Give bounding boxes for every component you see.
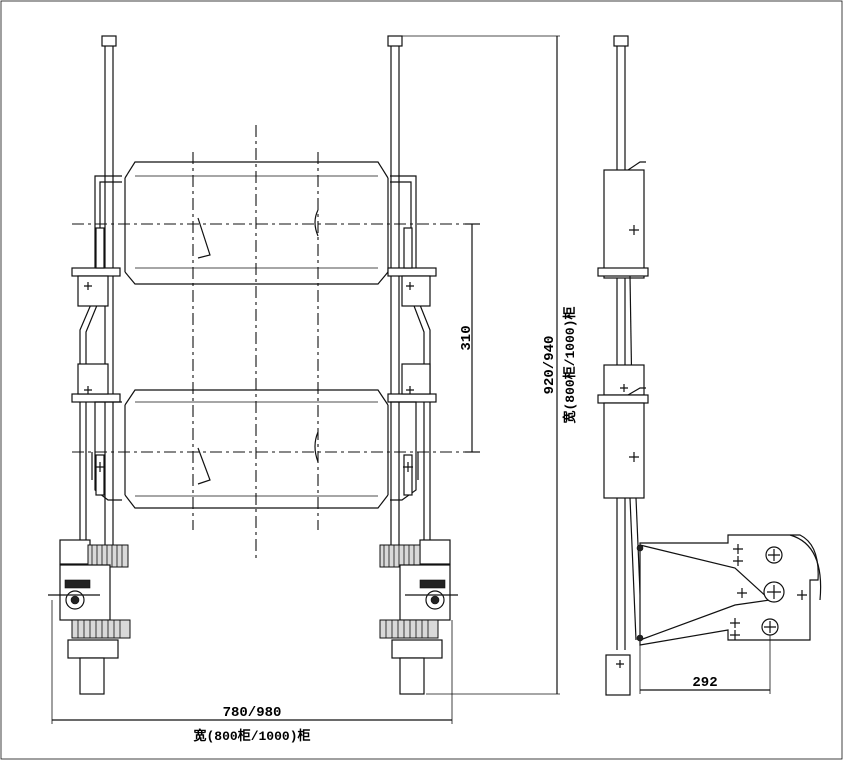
dimension-292: 292	[639, 635, 771, 694]
side-view: 292	[597, 35, 822, 696]
dimension-292-text: 292	[692, 675, 717, 691]
dimension-310-text: 310	[459, 325, 475, 350]
dimension-310: 310	[459, 223, 480, 453]
right-frame	[387, 175, 437, 540]
dimension-height-label: 宽(800柜/1000)柜	[562, 306, 578, 424]
side-upper-unit	[597, 161, 649, 401]
dimension-height: 920/940 宽(800柜/1000)柜	[402, 35, 578, 695]
front-crosshairs	[84, 282, 416, 672]
right-bottom-mechanism	[379, 539, 458, 695]
left-frame	[71, 175, 122, 540]
dimension-height-text: 920/940	[542, 336, 558, 395]
dimension-width-label: 宽(800柜/1000)柜	[192, 728, 310, 744]
dimension-width: 780/980 宽(800柜/1000)柜	[51, 600, 453, 744]
side-lower-unit	[603, 402, 645, 641]
right-guide-rod	[387, 35, 403, 560]
front-view: 310 920/940 宽(800柜/1000)柜 780/980 宽(800柜…	[48, 35, 578, 744]
side-mechanism	[605, 534, 822, 696]
left-bottom-mechanism	[48, 539, 131, 695]
dimension-width-text: 780/980	[223, 705, 282, 721]
center-lines	[72, 125, 470, 560]
side-guide-rod	[613, 35, 629, 650]
side-middle-unit	[597, 364, 649, 404]
